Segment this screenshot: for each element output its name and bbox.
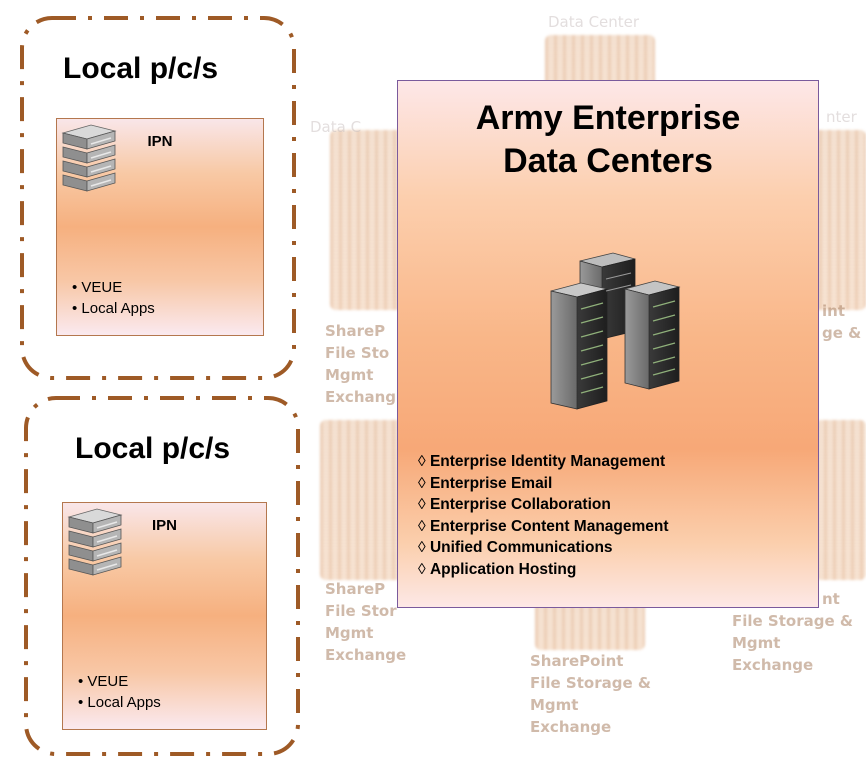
ghost-list-right-upper: int ge & — [822, 302, 862, 342]
ghost-datacenter-right — [810, 130, 866, 310]
server-racks-icon — [550, 252, 681, 410]
list-item: Enterprise Content Management — [418, 516, 669, 538]
ghost-list-left-lower: ShareP File Stor Mgmt Exchange — [325, 580, 407, 664]
ghost-label-left: Data C — [310, 118, 362, 136]
list-item: Unified Communications — [418, 537, 669, 559]
list-item: Enterprise Collaboration — [418, 494, 669, 516]
army-title: Army Enterprise Data Centers — [398, 97, 818, 183]
local-group-title: Local p/c/s — [75, 432, 231, 465]
army-enterprise-box: Army Enterprise Data Centers — [397, 80, 819, 608]
list-item: Enterprise Email — [418, 473, 669, 495]
ghost-datacenter-left-lower — [320, 420, 410, 580]
list-item: Local Apps — [78, 692, 160, 713]
ghost-label-top: Data Center — [548, 13, 640, 31]
ipn-list: VEUE Local Apps — [78, 671, 161, 713]
ipn-list: VEUE Local Apps — [72, 277, 155, 319]
ipn-box: IPN VEUE Local Apps — [62, 502, 267, 730]
ghost-list-left-upper: ShareP File Sto Mgmt Exchang — [325, 322, 397, 406]
army-title-line2: Data Centers — [503, 142, 713, 180]
list-item: Enterprise Identity Management — [418, 451, 669, 473]
list-item: VEUE — [78, 671, 161, 692]
list-item: VEUE — [72, 277, 155, 298]
ipn-title: IPN — [147, 133, 173, 150]
ghost-list-right-lower: nt File Storage & Mgmt Exchange — [732, 590, 853, 674]
local-group-2: Local p/c/s IPN VEUE Local Apps — [22, 394, 302, 758]
ghost-label-right: nter — [826, 108, 857, 126]
ghost-datacenter-right-lower — [815, 420, 866, 580]
dashed-border-2 — [24, 396, 300, 756]
ghost-datacenter-bottom — [535, 600, 645, 650]
ipn-title: IPN — [151, 517, 177, 534]
ipn-box: IPN VEUE Local Apps — [56, 118, 264, 336]
army-title-line1: Army Enterprise — [475, 99, 741, 137]
dashed-border-1 — [20, 16, 296, 380]
server-stack-icon — [61, 124, 117, 192]
list-item: Application Hosting — [418, 559, 669, 581]
ghost-list-center: SharePoint File Storage & Mgmt Exchange — [530, 652, 651, 736]
server-stack-icon — [67, 508, 123, 576]
local-group-1: Local p/c/s IPN VEUE Local Apps — [18, 14, 298, 382]
local-group-title: Local p/c/s — [63, 52, 219, 85]
list-item: Local Apps — [72, 298, 154, 319]
army-service-list: Enterprise Identity Management Enterpris… — [418, 451, 669, 580]
